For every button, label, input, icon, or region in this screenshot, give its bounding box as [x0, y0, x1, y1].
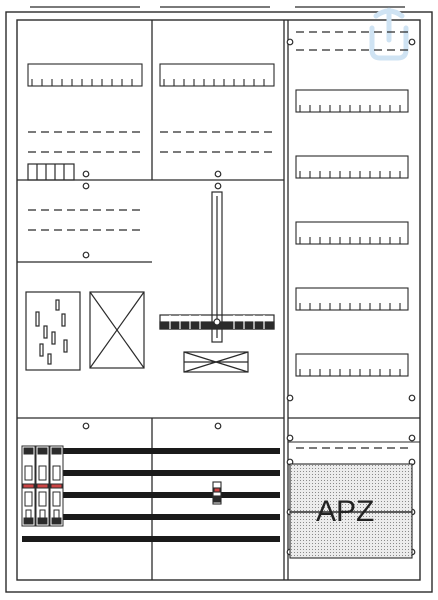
dashed-placeholder-row — [296, 31, 408, 51]
din-rail-strip — [295, 89, 409, 113]
busbar-clamp — [212, 481, 222, 505]
busbar — [22, 514, 280, 520]
din-rail-strip — [295, 155, 409, 179]
dashed-placeholder-row — [28, 209, 142, 231]
din-rail-strip — [295, 353, 409, 377]
empty-mounting-area — [89, 291, 145, 369]
right-din-rails — [295, 89, 409, 377]
busbar — [22, 536, 280, 542]
fuse-switch-unit — [21, 445, 36, 527]
din-rail-strip — [27, 63, 143, 87]
rail-junction-screw — [213, 318, 221, 326]
dashed-placeholder-row — [160, 131, 274, 153]
apz-label: APZ — [316, 495, 374, 528]
din-rail-strip — [295, 287, 409, 311]
mounting-screws — [82, 170, 222, 430]
main-switch-box — [183, 351, 249, 373]
vertical-mounting-rail — [211, 191, 223, 343]
outer-frame — [5, 11, 433, 593]
din-rail-strip — [159, 63, 275, 87]
busbar — [22, 492, 280, 498]
din-rail-strip — [295, 221, 409, 245]
busbar — [22, 448, 280, 454]
busbar-system — [22, 448, 280, 542]
fuse-switch-disconnectors — [21, 445, 64, 527]
apz-panel — [289, 463, 413, 559]
inner-frame — [16, 19, 421, 581]
terminal-block — [27, 163, 75, 181]
watermark-logo-icon — [369, 7, 409, 61]
fuse-switch-unit — [35, 445, 50, 527]
busbar — [22, 470, 280, 476]
fuse-switch-unit — [49, 445, 64, 527]
dashed-placeholder-row — [28, 131, 142, 153]
fuse-mounting-plate — [25, 291, 81, 371]
